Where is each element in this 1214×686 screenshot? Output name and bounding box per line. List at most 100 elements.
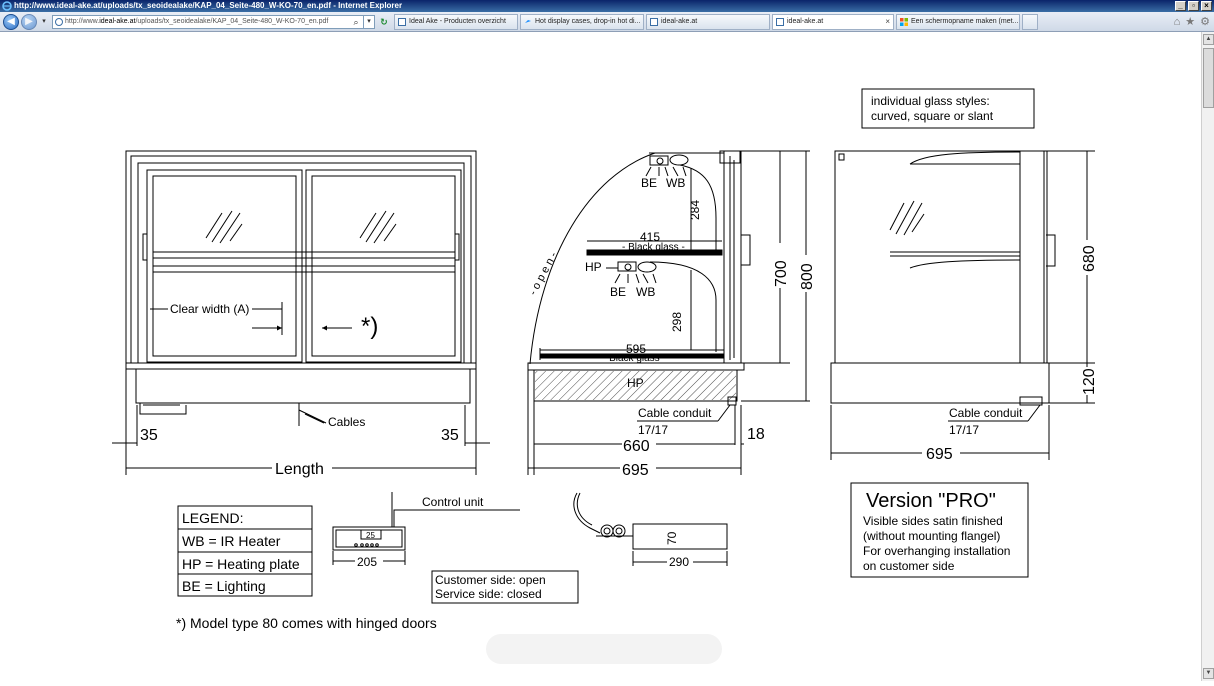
pdf-floating-toolbar[interactable] bbox=[486, 634, 722, 664]
dim-205: 205 bbox=[357, 555, 377, 569]
dim-415: 415 bbox=[640, 230, 660, 244]
side-dim-17-17: 17/17 bbox=[638, 423, 668, 437]
page-icon bbox=[398, 18, 406, 26]
back-arrow-icon: ◀ bbox=[7, 16, 15, 27]
wb-label-mid: WB bbox=[636, 285, 655, 299]
address-dropdown-icon[interactable]: ▾ bbox=[363, 15, 375, 29]
version-pro-title: Version "PRO" bbox=[866, 490, 996, 512]
side-dim-695: 695 bbox=[622, 462, 649, 479]
maximize-button[interactable]: ▫ bbox=[1188, 1, 1199, 11]
side-view bbox=[527, 150, 810, 475]
minimize-button[interactable]: _ bbox=[1175, 1, 1186, 11]
bird-icon bbox=[525, 20, 531, 23]
favorites-star-icon[interactable]: ★ bbox=[1185, 16, 1196, 28]
legend-table bbox=[177, 505, 313, 597]
be-label-mid: BE bbox=[610, 285, 626, 299]
page-icon bbox=[776, 18, 784, 26]
dim-70: 70 bbox=[665, 531, 679, 545]
refresh-icon[interactable]: ↻ bbox=[380, 17, 388, 27]
scroll-up-button[interactable]: ▲ bbox=[1203, 34, 1214, 45]
version-pro-line1: Visible sides satin finished bbox=[863, 514, 1003, 528]
version-pro-line3: For overhanging installation bbox=[863, 544, 1010, 558]
windows-icon bbox=[900, 18, 908, 26]
dim-284: 284 bbox=[688, 200, 702, 220]
version-pro-line2: (without mounting flangel) bbox=[863, 529, 1000, 543]
clear-width-label: Clear width (A) bbox=[170, 302, 249, 316]
scroll-thumb[interactable] bbox=[1203, 48, 1214, 108]
footnote: *) Model type 80 comes with hinged doors bbox=[176, 615, 437, 631]
wb-label-top: WB bbox=[666, 176, 685, 190]
control-unit bbox=[332, 492, 579, 604]
history-dropdown-icon[interactable]: ▾ bbox=[42, 18, 46, 25]
control-unit-display: 25 bbox=[366, 531, 375, 540]
back-button[interactable]: ◀ bbox=[3, 14, 19, 30]
dim-290: 290 bbox=[669, 555, 689, 569]
tab-ideal-ake-at-active[interactable]: ideal-ake.at × bbox=[772, 14, 894, 30]
dim-680: 680 bbox=[1081, 245, 1098, 272]
back-view bbox=[830, 150, 1095, 460]
tools-gear-icon[interactable]: ⚙ bbox=[1200, 16, 1210, 28]
back-dim-17-17: 17/17 bbox=[949, 423, 979, 437]
customer-side-note-box bbox=[431, 570, 579, 604]
vertical-scrollbar[interactable]: ▲ ▼ bbox=[1201, 32, 1214, 681]
glass-styles-line1: individual glass styles: bbox=[871, 94, 990, 108]
tab-label: ideal-ake.at bbox=[661, 18, 698, 25]
legend-item-hp: HP = Heating plate bbox=[182, 556, 300, 572]
address-prefix: http://www. bbox=[65, 18, 100, 25]
close-button[interactable]: × bbox=[1201, 1, 1212, 11]
technical-drawing: individual glass styles: curved, square … bbox=[112, 88, 1098, 664]
new-tab-button[interactable] bbox=[1022, 14, 1038, 30]
be-label-top: BE bbox=[641, 176, 657, 190]
hp-label-left: HP bbox=[585, 260, 602, 274]
back-dim-695: 695 bbox=[926, 446, 953, 463]
tab-label: Een schermopname maken (met... bbox=[911, 18, 1019, 25]
back-cable-conduit-label: Cable conduit bbox=[949, 406, 1023, 420]
forward-arrow-icon: ▶ bbox=[25, 16, 33, 27]
browser-toolbar: ◀ ▶ ▾ http://www.ideal-ake.at/uploads/tx… bbox=[0, 12, 1214, 32]
home-icon[interactable]: ⌂ bbox=[1173, 16, 1181, 28]
internet-explorer-icon bbox=[2, 1, 12, 11]
cables-label: Cables bbox=[328, 415, 365, 429]
tab-label: ideal-ake.at bbox=[787, 18, 824, 25]
left-margin-dim: 35 bbox=[140, 427, 158, 444]
page-icon bbox=[55, 18, 63, 26]
side-cable-conduit-label: Cable conduit bbox=[638, 406, 712, 420]
right-margin-dim: 35 bbox=[441, 427, 459, 444]
dim-595: 595 bbox=[626, 342, 646, 356]
legend-item-be: BE = Lighting bbox=[182, 578, 266, 594]
front-view bbox=[112, 150, 490, 475]
dim-18: 18 bbox=[747, 426, 765, 443]
scroll-down-button[interactable]: ▼ bbox=[1203, 668, 1214, 679]
dim-298: 298 bbox=[670, 312, 684, 332]
customer-side-label: Customer side: open bbox=[435, 573, 546, 587]
forward-button[interactable]: ▶ bbox=[21, 14, 37, 30]
tab-close-icon[interactable]: × bbox=[885, 17, 890, 26]
tab-hot-display-cases[interactable]: Hot display cases, drop-in hot di... bbox=[520, 14, 644, 30]
tab-ideal-ake-products[interactable]: Ideal Ake - Producten overzicht bbox=[394, 14, 518, 30]
version-pro-line4: on customer side bbox=[863, 559, 955, 573]
tab-schermopname[interactable]: Een schermopname maken (met... bbox=[896, 14, 1020, 30]
black-glass-bottom-label: - Black glass - bbox=[603, 353, 666, 364]
pdf-content: individual glass styles: curved, square … bbox=[0, 32, 1201, 681]
tab-ideal-ake-at-1[interactable]: ideal-ake.at bbox=[646, 14, 770, 30]
power-box bbox=[573, 492, 728, 566]
legend-item-wb: WB = IR Heater bbox=[182, 533, 281, 549]
tab-label: Hot display cases, drop-in hot di... bbox=[535, 18, 641, 25]
tab-label: Ideal Ake - Producten overzicht bbox=[409, 18, 506, 25]
address-domain: ideal-ake.at bbox=[99, 18, 136, 25]
address-bar[interactable]: http://www.ideal-ake.at/uploads/tx_seoid… bbox=[52, 15, 372, 29]
glass-styles-line2: curved, square or slant bbox=[871, 109, 994, 123]
dim-660: 660 bbox=[623, 438, 650, 455]
black-glass-top-label: - Black glass - bbox=[622, 242, 685, 253]
service-side-label: Service side: closed bbox=[435, 587, 542, 601]
version-pro-box bbox=[850, 482, 1029, 578]
hp-label-base: HP bbox=[627, 376, 644, 390]
glass-styles-note-box bbox=[861, 88, 1035, 129]
dim-800: 800 bbox=[799, 263, 816, 290]
window-title: http://www.ideal-ake.at/uploads/tx_seoid… bbox=[14, 1, 403, 10]
dim-700: 700 bbox=[773, 260, 790, 287]
search-icon[interactable]: ⌕ bbox=[353, 17, 359, 27]
address-path: /uploads/tx_seoidealake/KAP_04_Seite-480… bbox=[135, 18, 329, 25]
length-dim: Length bbox=[275, 461, 324, 478]
control-unit-label: Control unit bbox=[422, 495, 484, 509]
